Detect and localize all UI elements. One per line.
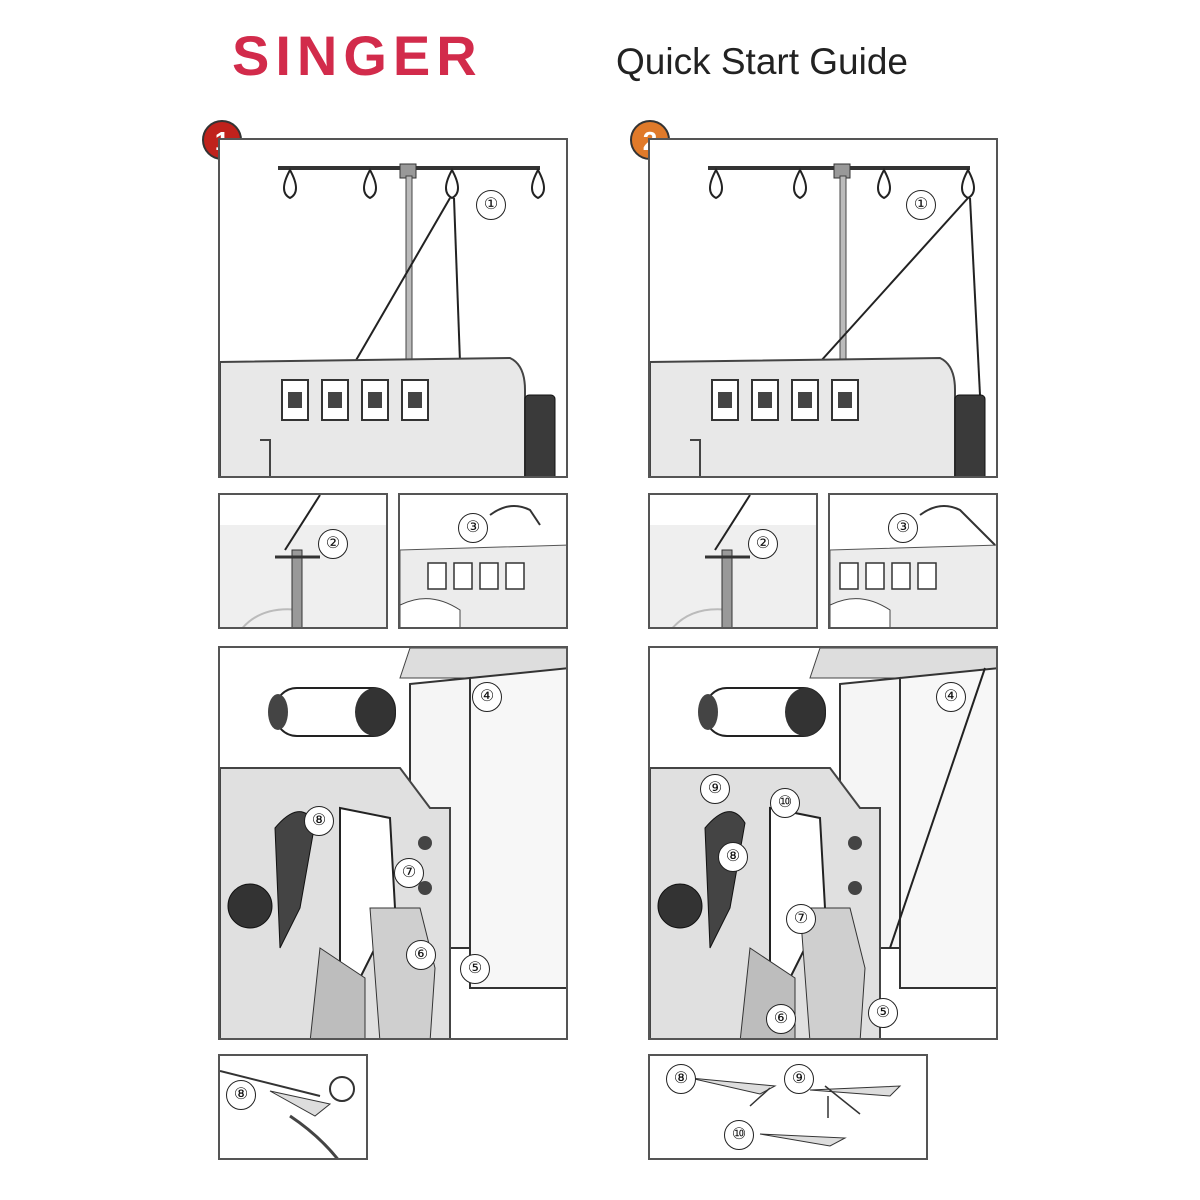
- callout-guide: ②: [318, 529, 348, 559]
- looper-detail-illustration: [689, 1077, 902, 1147]
- callout-looper-c: ⑦: [394, 858, 424, 888]
- step-1-guide-panel: ②: [218, 493, 388, 629]
- step-2-looper-panel: ④ ⑨ ⑩ ⑧ ⑦ ⑥ ⑤: [648, 646, 998, 1040]
- callout-looper-b: ⑥: [406, 940, 436, 970]
- callout-looper-b: ⑥: [766, 1004, 796, 1034]
- step-1-dials-panel: ③: [398, 493, 568, 629]
- callout-looper-f: ⑩: [770, 788, 800, 818]
- callout-looper-d: ⑧: [718, 842, 748, 872]
- looper-threading-illustration: [220, 648, 566, 1038]
- callout-looper-c: ⑦: [786, 904, 816, 934]
- page-title: Quick Start Guide: [616, 41, 909, 82]
- singer-logo: SINGER: [232, 24, 483, 87]
- step-2-detail-panel: ⑧ ⑨ ⑩: [648, 1054, 928, 1160]
- callout-detail: ⑧: [226, 1080, 256, 1110]
- callout-detail-b: ⑨: [784, 1064, 814, 1094]
- callout-spool: ①: [906, 190, 936, 220]
- callout-looper-a: ⑤: [460, 954, 490, 984]
- callout-looper-d: ⑧: [304, 806, 334, 836]
- looper-detail-illustration: [220, 1070, 355, 1158]
- callout-detail-a: ⑧: [666, 1064, 696, 1094]
- callout-front-cover: ④: [936, 682, 966, 712]
- callout-spool: ①: [476, 190, 506, 220]
- step-2-thread-stand-panel: ①: [648, 138, 998, 478]
- step-1-detail-panel: ⑧: [218, 1054, 368, 1160]
- callout-detail-c: ⑩: [724, 1120, 754, 1150]
- step-2-dials-panel: ③: [828, 493, 998, 629]
- step-1-thread-stand-panel: ①: [218, 138, 568, 478]
- tension-dials-illustration: [830, 505, 996, 627]
- callout-dials: ③: [458, 513, 488, 543]
- tension-dials-illustration: [400, 505, 566, 627]
- thread-stand-illustration: [650, 163, 986, 476]
- thread-stand-illustration: [220, 163, 556, 476]
- looper-threading-illustration: [650, 648, 996, 1038]
- step-1-looper-panel: ④ ⑧ ⑦ ⑥ ⑤: [218, 646, 568, 1040]
- step-2-guide-panel: ②: [648, 493, 818, 629]
- thread-guide-illustration: [220, 495, 386, 627]
- callout-dials: ③: [888, 513, 918, 543]
- callout-front-cover: ④: [472, 682, 502, 712]
- callout-guide: ②: [748, 529, 778, 559]
- thread-guide-illustration: [650, 495, 816, 627]
- callout-looper-a: ⑤: [868, 998, 898, 1028]
- callout-looper-e: ⑨: [700, 774, 730, 804]
